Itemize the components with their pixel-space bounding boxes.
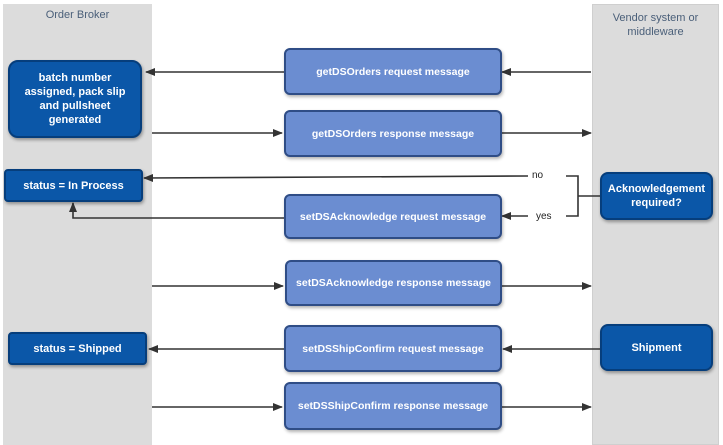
set-ds-acknowledge-request-message: setDSAcknowledge request message xyxy=(284,194,502,239)
acknowledgement-required-node: Acknowledgement required? xyxy=(600,172,713,220)
status-shipped-node: status = Shipped xyxy=(8,332,147,365)
decision-no-label: no xyxy=(530,170,546,181)
get-ds-orders-request-message: getDSOrders request message xyxy=(284,48,502,95)
status-in-process-node: status = In Process xyxy=(4,169,143,202)
arrow-ack-request-to-in-process xyxy=(69,202,284,219)
shipment-node: Shipment xyxy=(600,324,713,371)
vendor-system-lane xyxy=(592,4,719,445)
arrow-no-to-in-process xyxy=(143,173,529,182)
order-broker-lane-title: Order Broker xyxy=(45,9,110,21)
set-ds-ship-confirm-request-message: setDSShipConfirm request message xyxy=(284,325,502,372)
batch-generated-node: batch number assigned, pack slip and pul… xyxy=(8,60,142,138)
set-ds-ship-confirm-response-message: setDSShipConfirm response message xyxy=(284,382,502,430)
bracket-decision xyxy=(566,175,579,217)
get-ds-orders-response-message: getDSOrders response message xyxy=(284,110,502,157)
vendor-system-lane-title: Vendor system or middleware xyxy=(612,12,699,38)
decision-yes-label: yes xyxy=(534,211,554,222)
set-ds-acknowledge-response-message: setDSAcknowledge response message xyxy=(285,260,502,306)
